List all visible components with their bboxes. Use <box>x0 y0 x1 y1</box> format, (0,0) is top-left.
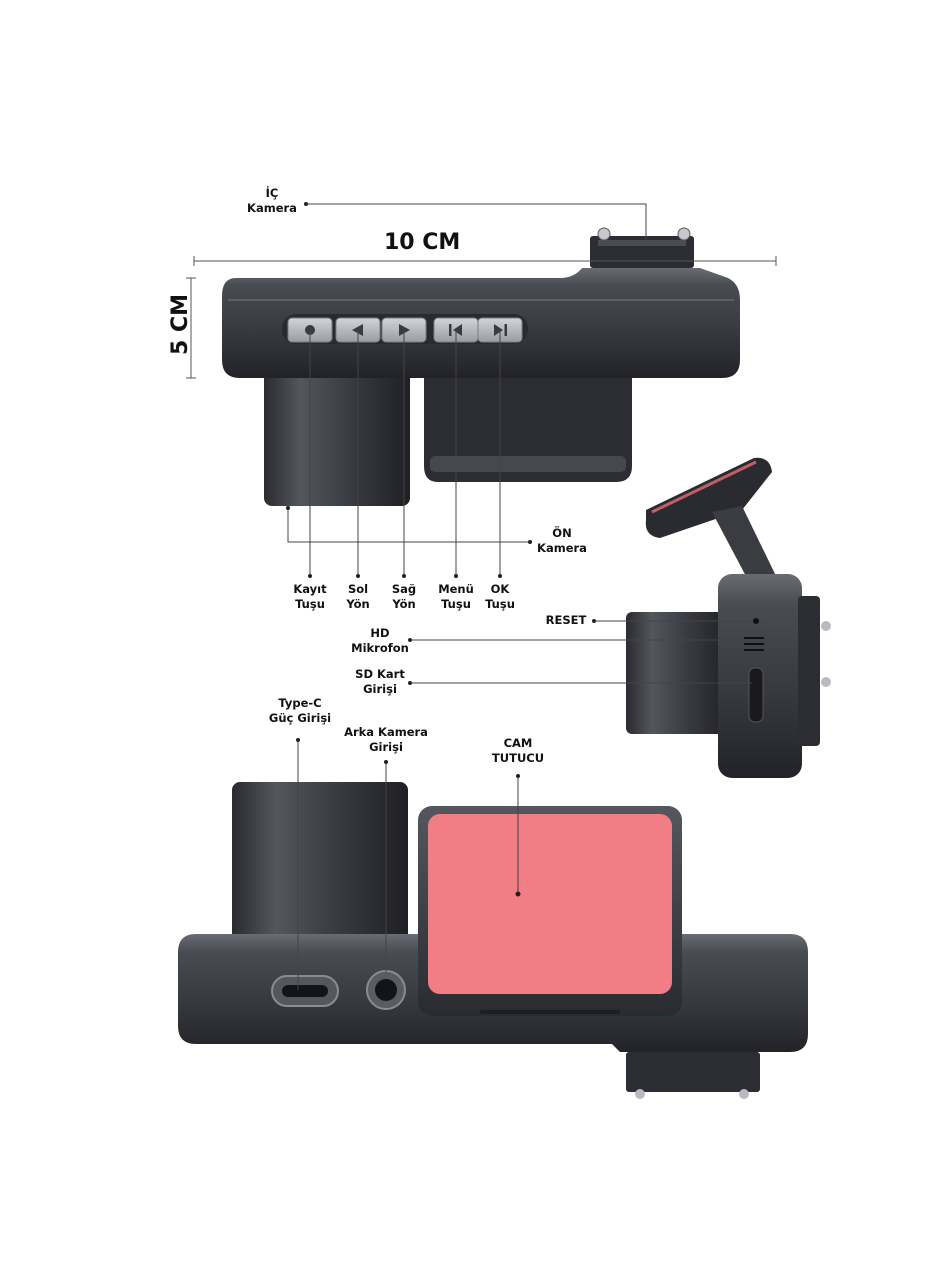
sd-card-slot <box>748 667 764 723</box>
front-camera-lens-barrel <box>264 368 410 506</box>
mount-arm-top <box>645 457 772 538</box>
bottom-view <box>178 782 808 1099</box>
reset-hole <box>753 618 759 624</box>
adhesive-pad <box>428 814 672 994</box>
skip-forward-icon <box>494 324 507 336</box>
skip-back-icon <box>449 324 462 336</box>
top-view <box>222 227 740 506</box>
width-dimension-label: 10 CM <box>384 230 461 255</box>
leader-lines <box>287 203 752 990</box>
inner-camera <box>590 227 694 268</box>
side-view <box>626 457 831 778</box>
mount-base <box>424 372 632 482</box>
leader-dots <box>286 202 596 897</box>
button-row <box>287 317 523 343</box>
label-reset: RESET <box>545 613 587 627</box>
microphone-grill <box>744 637 764 651</box>
side-lens-barrel <box>626 612 730 734</box>
height-dimension-label: 5 CM <box>168 293 194 356</box>
rear-lens-barrel <box>232 782 408 942</box>
dimension-lines <box>186 256 777 379</box>
